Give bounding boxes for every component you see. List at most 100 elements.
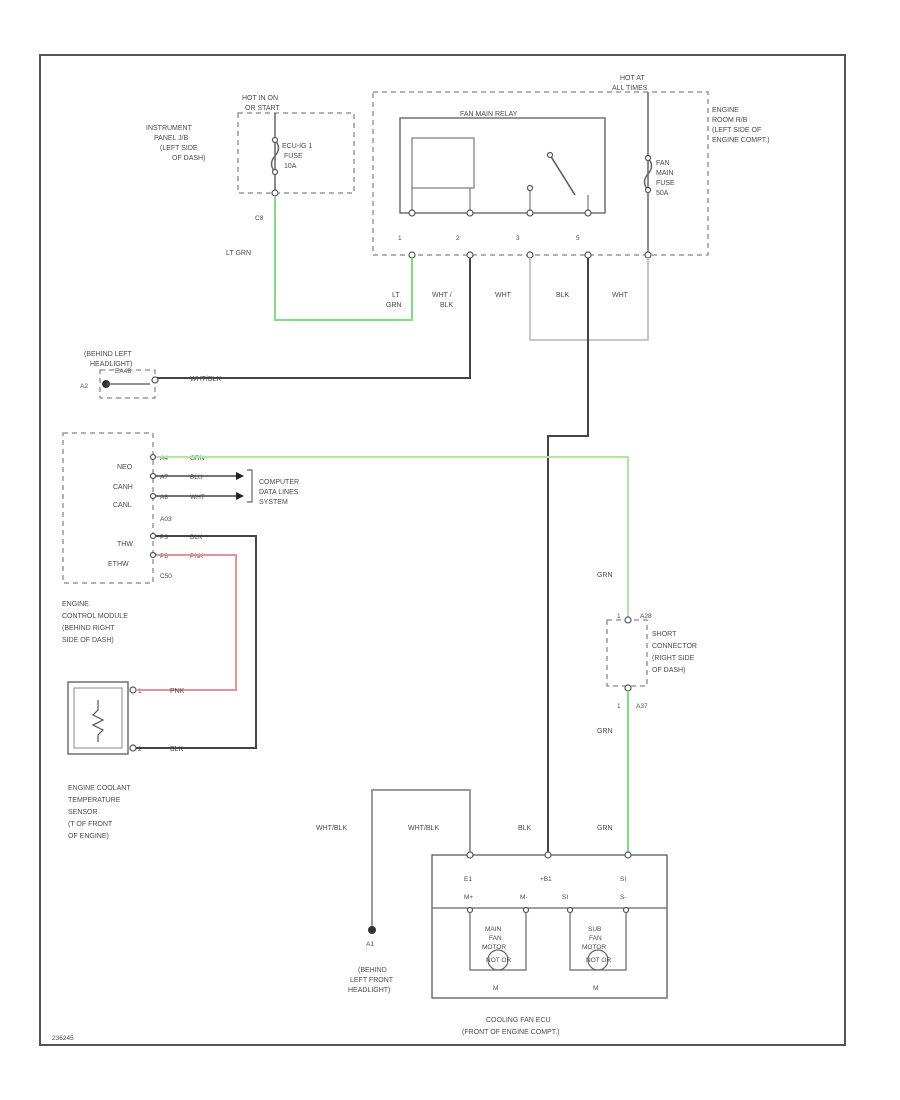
relay-switch-icon bbox=[549, 154, 576, 196]
svg-text:ALL TIMES: ALL TIMES bbox=[612, 85, 648, 92]
svg-text:M: M bbox=[593, 985, 598, 992]
svg-text:GRN: GRN bbox=[597, 728, 613, 735]
svg-text:MAIN: MAIN bbox=[485, 926, 502, 933]
relay-coil-icon bbox=[411, 137, 475, 189]
svg-text:WHT/BLK: WHT/BLK bbox=[408, 825, 439, 832]
wire-blk-sensor bbox=[136, 535, 257, 749]
svg-text:COOLING FAN ECU: COOLING FAN ECU bbox=[486, 1017, 551, 1024]
svg-text:MOTOR: MOTOR bbox=[482, 944, 506, 951]
arrow-right-icon bbox=[236, 472, 244, 480]
svg-text:ROOM R/B: ROOM R/B bbox=[712, 117, 748, 124]
svg-text:WHT: WHT bbox=[612, 292, 629, 299]
svg-text:SI: SI bbox=[562, 894, 568, 901]
fan-main-relay bbox=[399, 117, 606, 214]
svg-text:OF DASH): OF DASH) bbox=[172, 155, 205, 162]
wire-pnk bbox=[136, 554, 237, 691]
svg-text:BLK: BLK bbox=[170, 746, 184, 753]
svg-text:CONNECTOR: CONNECTOR bbox=[652, 643, 697, 650]
ground-a1: A1 (BEHIND LEFT FRONT HEADLIGHT) bbox=[348, 926, 394, 994]
svg-text:1: 1 bbox=[138, 688, 142, 695]
svg-text:(BEHIND: (BEHIND bbox=[358, 967, 387, 974]
wire-lt-grn bbox=[274, 196, 413, 321]
svg-text:HEADLIGHT): HEADLIGHT) bbox=[90, 361, 132, 368]
short-connector: 1 A28 1 A37 SHORT CONNECTOR (RIGHT SIDE … bbox=[606, 613, 697, 710]
svg-text:PANEL J/B: PANEL J/B bbox=[154, 135, 189, 142]
svg-text:A2: A2 bbox=[80, 383, 88, 390]
svg-text:ENGINE: ENGINE bbox=[712, 107, 739, 114]
ecm-pin-canh: CANH A7 BLU bbox=[113, 472, 203, 491]
svg-text:FAN: FAN bbox=[489, 935, 502, 942]
svg-text:ENGINE: ENGINE bbox=[62, 601, 89, 608]
svg-text:FAN MAIN RELAY: FAN MAIN RELAY bbox=[460, 111, 518, 118]
svg-text:BLK: BLK bbox=[190, 534, 203, 541]
svg-text:GRN: GRN bbox=[190, 455, 205, 462]
svg-text:E1: E1 bbox=[464, 876, 472, 883]
engine-room-rb: HOT AT ALL TIMES ENGINE ROOM R/B (LEFT S… bbox=[372, 75, 770, 259]
svg-text:NOT OR: NOT OR bbox=[486, 957, 511, 964]
svg-text:(FRONT OF ENGINE COMPT.): (FRONT OF ENGINE COMPT.) bbox=[462, 1029, 559, 1036]
svg-text:M+: M+ bbox=[464, 894, 473, 901]
svg-text:FUSE: FUSE bbox=[656, 180, 675, 187]
svg-text:+B1: +B1 bbox=[540, 876, 552, 883]
svg-text:(RIGHT SIDE: (RIGHT SIDE bbox=[652, 655, 695, 662]
svg-text:THW: THW bbox=[117, 541, 133, 548]
svg-text:(T OF FRONT: (T OF FRONT bbox=[68, 821, 113, 828]
svg-text:M-: M- bbox=[520, 894, 528, 901]
svg-text:DATA LINES: DATA LINES bbox=[259, 489, 299, 496]
ground-icon bbox=[368, 926, 376, 934]
svg-text:10A: 10A bbox=[284, 163, 297, 170]
arrow-right-icon bbox=[236, 492, 244, 500]
svg-text:SHORT: SHORT bbox=[652, 631, 677, 638]
svg-text:A1: A1 bbox=[366, 941, 374, 948]
svg-text:HOT AT: HOT AT bbox=[620, 75, 645, 82]
svg-text:ECU-IG 1: ECU-IG 1 bbox=[282, 143, 312, 150]
svg-text:OF ENGINE): OF ENGINE) bbox=[68, 833, 109, 840]
svg-text:A28: A28 bbox=[640, 613, 652, 620]
svg-text:FAN: FAN bbox=[589, 935, 602, 942]
svg-text:WHT/BLK: WHT/BLK bbox=[190, 376, 221, 383]
svg-text:WHT/BLK: WHT/BLK bbox=[316, 825, 347, 832]
svg-text:50A: 50A bbox=[656, 190, 669, 197]
svg-text:SYSTEM: SYSTEM bbox=[259, 499, 288, 506]
svg-text:LT: LT bbox=[392, 292, 400, 299]
wire-wht-blk-to-ground bbox=[155, 258, 471, 379]
svg-text:(BEHIND RIGHT: (BEHIND RIGHT bbox=[62, 625, 115, 632]
svg-text:A37: A37 bbox=[636, 703, 648, 710]
svg-text:CANH: CANH bbox=[113, 484, 133, 491]
svg-text:WHT: WHT bbox=[495, 292, 512, 299]
svg-text:COMPUTER: COMPUTER bbox=[259, 479, 299, 486]
computer-data-lines: COMPUTER DATA LINES SYSTEM bbox=[156, 469, 299, 506]
svg-text:NOT OR: NOT OR bbox=[586, 957, 611, 964]
svg-text:LT GRN: LT GRN bbox=[226, 250, 251, 257]
svg-text:PNK: PNK bbox=[190, 553, 204, 560]
sub-fan-motor: SUB FAN MOTOR NOT OR M bbox=[569, 912, 627, 992]
svg-text:LEFT FRONT: LEFT FRONT bbox=[350, 977, 394, 984]
svg-text:WHT: WHT bbox=[190, 494, 205, 501]
svg-text:C50: C50 bbox=[160, 573, 172, 580]
cooling-fan-ecu: E1 +B1 SI M+ M- SI S- MAIN FAN MOTOR NOT… bbox=[431, 851, 668, 1036]
svg-text:1: 1 bbox=[398, 235, 402, 242]
svg-text:BLK: BLK bbox=[440, 302, 454, 309]
svg-text:BLK: BLK bbox=[556, 292, 570, 299]
svg-text:ETHW: ETHW bbox=[108, 561, 129, 568]
svg-text:C8: C8 bbox=[255, 215, 264, 222]
svg-text:(LEFT SIDE: (LEFT SIDE bbox=[160, 145, 198, 152]
svg-text:MAIN: MAIN bbox=[656, 170, 674, 177]
wire-blk-to-ecu bbox=[547, 258, 589, 855]
svg-text:BLU: BLU bbox=[190, 474, 203, 481]
svg-text:GRN: GRN bbox=[597, 572, 613, 579]
svg-text:2: 2 bbox=[138, 746, 142, 753]
fuse-icon bbox=[270, 139, 280, 173]
svg-text:(LEFT SIDE OF: (LEFT SIDE OF bbox=[712, 127, 761, 134]
thermistor-icon bbox=[91, 700, 105, 742]
diagram-frame bbox=[39, 54, 846, 1046]
svg-text:ENGINE COMPT.): ENGINE COMPT.) bbox=[712, 137, 770, 144]
svg-text:EA4B: EA4B bbox=[115, 368, 132, 375]
svg-text:ENGINE COOLANT: ENGINE COOLANT bbox=[68, 785, 131, 792]
ecm-pin-ethw: ETHW P8 PNK bbox=[108, 551, 204, 568]
svg-text:A4: A4 bbox=[160, 455, 168, 462]
svg-text:OF DASH): OF DASH) bbox=[652, 667, 685, 674]
svg-text:M: M bbox=[493, 985, 498, 992]
svg-text:A03: A03 bbox=[160, 516, 172, 523]
svg-text:NEO: NEO bbox=[117, 464, 133, 471]
